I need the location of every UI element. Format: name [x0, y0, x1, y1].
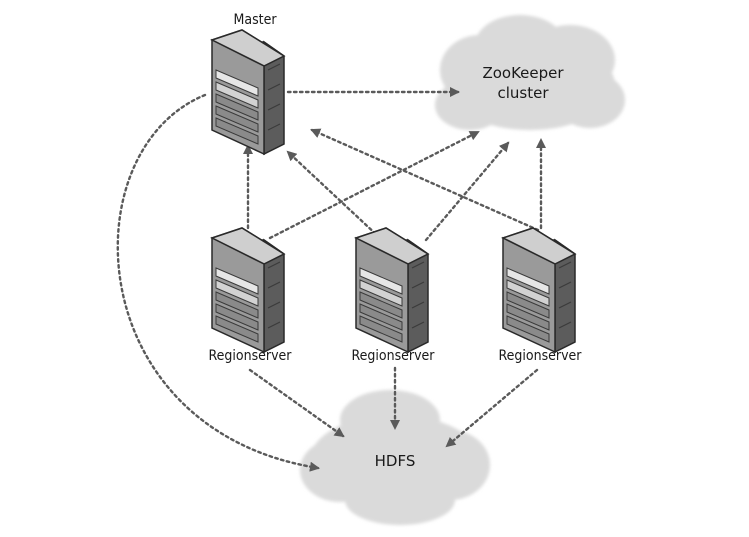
regionserver-node-2: Regionserver — [352, 227, 436, 364]
edge-master-hdfs — [116, 93, 320, 472]
zookeeper-label-line2: cluster — [497, 84, 549, 102]
edge-rs2-master — [286, 150, 382, 240]
edge-rs1-zookeeper — [268, 130, 480, 240]
regionserver-label-1: Regionserver — [209, 348, 293, 364]
edge-rs2-zookeeper — [424, 141, 510, 242]
regionserver-node-1: Regionserver — [209, 227, 293, 364]
zookeeper-label-line1: ZooKeeper — [482, 64, 564, 82]
zookeeper-cloud: ZooKeeper cluster — [435, 15, 625, 130]
regionserver-node-3: Regionserver — [499, 227, 583, 364]
cloud-icon — [435, 15, 625, 130]
hdfs-label: HDFS — [375, 452, 416, 470]
master-label: Master — [233, 12, 277, 28]
server-icon — [211, 227, 285, 353]
master-node: Master — [211, 12, 285, 155]
cloud-icon — [300, 390, 490, 525]
edge-rs3-master — [310, 128, 540, 232]
server-icon — [502, 227, 576, 353]
server-icon — [355, 227, 429, 353]
server-icon — [211, 29, 285, 155]
regionserver-label-3: Regionserver — [499, 348, 583, 364]
hdfs-cloud: HDFS — [300, 390, 490, 525]
connectors — [116, 86, 547, 472]
edge-rs3-hdfs — [445, 368, 539, 448]
regionserver-label-2: Regionserver — [352, 348, 436, 364]
edge-rs1-hdfs — [248, 368, 345, 438]
